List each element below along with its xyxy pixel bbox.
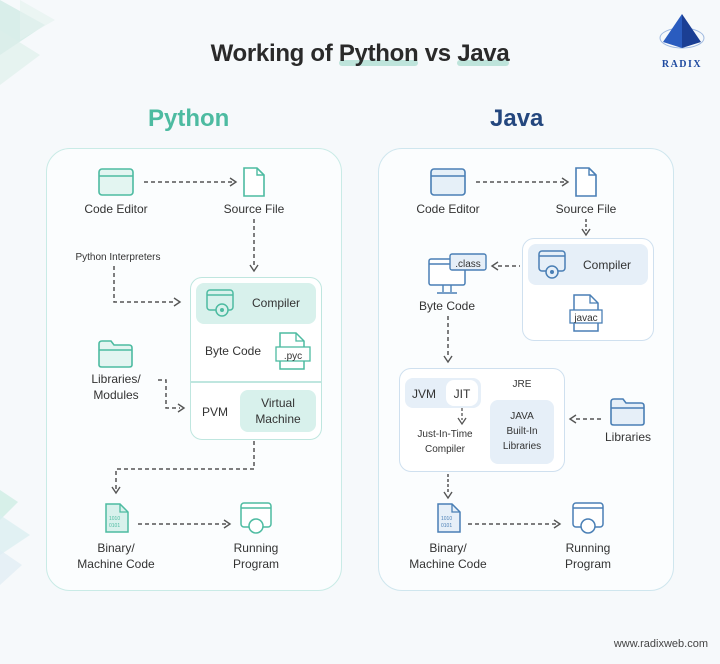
running-program-icon bbox=[572, 502, 604, 534]
python-compiler-label: Compiler bbox=[251, 296, 300, 310]
logo-text: RADIX bbox=[661, 59, 703, 70]
jit-desc-label-1: Just-In-Time bbox=[417, 429, 473, 440]
python-running-label-2: Program bbox=[232, 557, 279, 571]
jit-box bbox=[446, 380, 478, 406]
python-binary-label-2: Machine Code bbox=[77, 557, 155, 571]
python-libraries-label-2: Modules bbox=[93, 388, 139, 402]
java-libraries-label: Libraries bbox=[604, 430, 652, 444]
class-label: .class bbox=[455, 259, 481, 270]
python-binary-label-1: Binary/ bbox=[97, 541, 135, 555]
arrow-compiler-to-bytecode bbox=[490, 261, 520, 271]
builtin-libraries-box bbox=[490, 400, 554, 464]
java-heading: Java bbox=[490, 105, 544, 132]
arrow-libraries-to-jre bbox=[568, 414, 604, 424]
pyc-label: .pyc bbox=[283, 351, 303, 362]
builtin-label-1: JAVA bbox=[510, 411, 534, 422]
arrow-pvm-to-binary bbox=[111, 441, 255, 495]
builtin-label-2: Built-In bbox=[506, 426, 538, 437]
python-code-editor-label: Code Editor bbox=[84, 202, 148, 216]
arrow-bytecode-to-jre bbox=[443, 316, 453, 364]
arrow-jit-down bbox=[457, 408, 467, 426]
python-source-file-label: Source File bbox=[223, 202, 285, 216]
python-vm-box bbox=[240, 390, 316, 432]
python-libraries-label-1: Libraries/ bbox=[91, 372, 141, 386]
radix-logo: RADIX bbox=[652, 12, 712, 72]
pyc-file-icon bbox=[275, 332, 311, 370]
arrow-jre-to-binary bbox=[443, 474, 453, 500]
byte-code-monitor-icon bbox=[428, 253, 487, 294]
java-compiler-label: Compiler bbox=[582, 258, 631, 272]
page-title: Working of Python vs Java bbox=[0, 40, 720, 68]
title-prefix: Working of bbox=[210, 40, 339, 67]
jvm-label: JVM bbox=[412, 387, 436, 401]
java-running-label-1: Running bbox=[565, 541, 611, 555]
compiler-icon bbox=[538, 250, 566, 279]
python-running-label-1: Running bbox=[233, 541, 279, 555]
python-vm-label-1: Virtual bbox=[261, 396, 295, 410]
svg-text:0101: 0101 bbox=[441, 523, 452, 529]
java-running-label-2: Program bbox=[564, 557, 611, 571]
jit-label: JIT bbox=[453, 387, 471, 401]
svg-text:1010: 1010 bbox=[109, 516, 120, 522]
arrow-interpreters-to-compiler bbox=[113, 266, 182, 307]
python-interpreters-label: Python Interpreters bbox=[75, 252, 161, 263]
java-code-editor-label: Code Editor bbox=[416, 202, 480, 216]
java-binary-label-1: Binary/ bbox=[429, 541, 467, 555]
python-pvm-label: PVM bbox=[201, 405, 228, 419]
java-source-file-label: Source File bbox=[555, 202, 617, 216]
binary-file-icon: 1010 0101 bbox=[105, 503, 129, 533]
title-java: Java bbox=[457, 40, 510, 67]
pyramid-icon bbox=[659, 14, 705, 49]
java-byte-code-label: Byte Code bbox=[418, 299, 476, 313]
website-url: www.radixweb.com bbox=[613, 638, 708, 650]
arrow-binary-to-running bbox=[138, 519, 232, 529]
source-file-icon bbox=[575, 167, 597, 197]
svg-text:1010: 1010 bbox=[441, 516, 452, 522]
code-editor-icon bbox=[98, 168, 134, 196]
code-editor-icon bbox=[430, 168, 466, 196]
java-binary-label-2: Machine Code bbox=[409, 557, 487, 571]
python-heading: Python bbox=[148, 105, 230, 132]
javac-label: javac bbox=[574, 313, 598, 324]
running-program-icon bbox=[240, 502, 272, 534]
arrow-libraries-to-pvm bbox=[158, 379, 186, 413]
compiler-icon bbox=[206, 289, 234, 317]
folder-icon bbox=[610, 398, 645, 426]
arrow-editor-to-source bbox=[476, 177, 570, 187]
arrow-editor-to-source bbox=[144, 177, 238, 187]
source-file-icon bbox=[243, 167, 265, 197]
jre-label: JRE bbox=[512, 379, 532, 390]
decorative-shapes-bottom-left bbox=[0, 490, 30, 585]
svg-text:0101: 0101 bbox=[109, 523, 120, 529]
arrow-source-to-compiler bbox=[249, 219, 259, 273]
title-python: Python bbox=[338, 40, 419, 67]
python-vm-label-2: Machine bbox=[255, 412, 301, 426]
jit-desc-label-2: Compiler bbox=[424, 444, 465, 455]
python-byte-code-label: Byte Code bbox=[204, 344, 262, 358]
arrow-source-to-compiler bbox=[581, 219, 591, 237]
decorative-shapes-top-left bbox=[0, 0, 55, 85]
folder-icon bbox=[98, 340, 133, 368]
binary-file-icon: 1010 0101 bbox=[437, 503, 461, 533]
divider bbox=[191, 381, 321, 383]
arrow-binary-to-running bbox=[468, 519, 562, 529]
builtin-label-3: Libraries bbox=[502, 441, 542, 452]
title-vs: vs bbox=[418, 40, 458, 67]
javac-file-icon bbox=[569, 294, 603, 332]
